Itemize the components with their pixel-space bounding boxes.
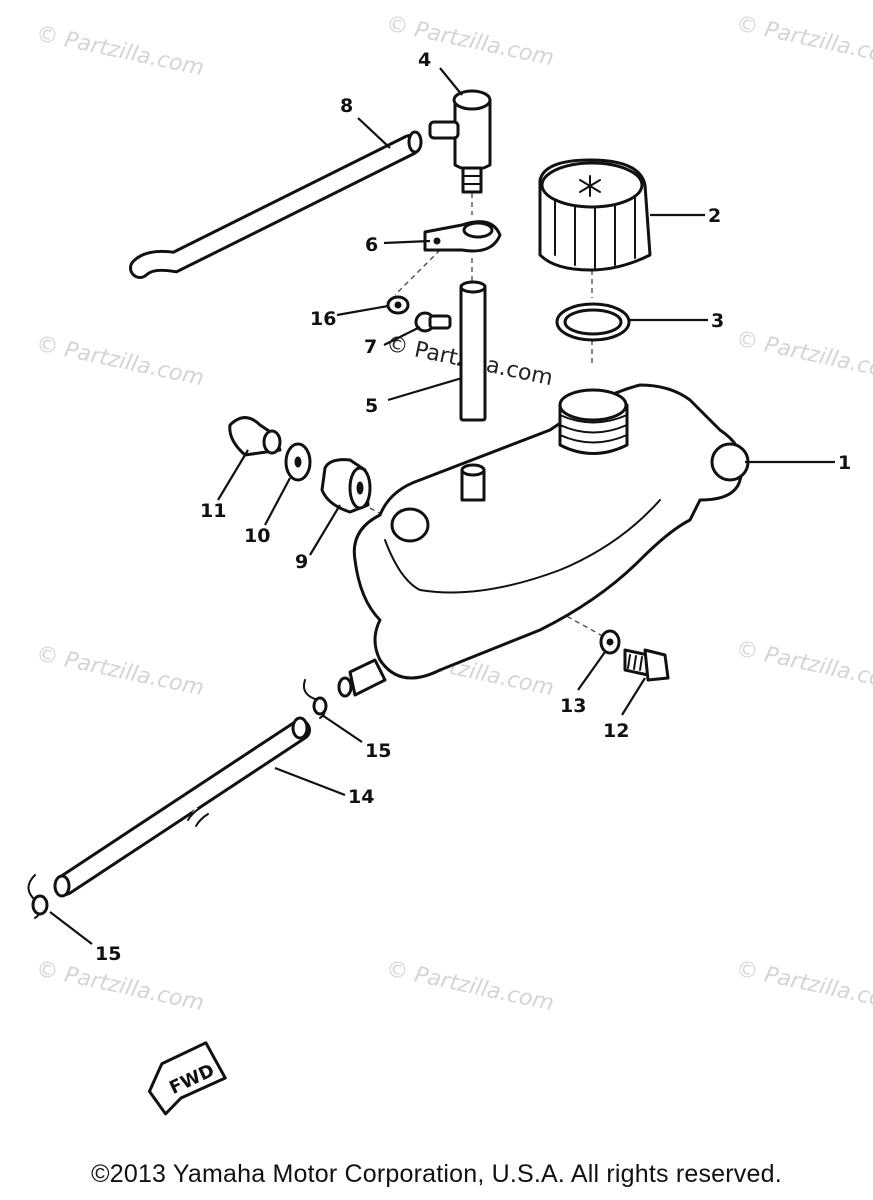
callout-11: 11 (200, 500, 226, 522)
callout-14: 14 (348, 786, 374, 808)
callout-9: 9 (295, 551, 308, 573)
hose-clamp (423, 220, 502, 253)
oil-tank (337, 383, 750, 698)
watermark: © Partzilla.com (734, 956, 873, 1016)
cap-gasket (555, 302, 631, 342)
oil-hose (53, 716, 311, 898)
screw-7 (414, 311, 452, 333)
leader-lines (49, 67, 835, 945)
washer-13 (599, 629, 621, 655)
fwd-arrow: FWD (147, 1041, 227, 1116)
watermark: © Partzilla.com (384, 956, 556, 1016)
callout-1: 1 (838, 452, 851, 474)
callout-4: 4 (418, 49, 431, 71)
breather-fitting (428, 89, 492, 194)
tank-cap (538, 158, 652, 272)
callout-7: 7 (364, 336, 377, 358)
bolt-12 (623, 648, 670, 682)
watermark: © Partzilla.com (34, 956, 206, 1016)
callout-13: 13 (560, 695, 586, 717)
washer-16 (386, 295, 410, 315)
washer-10 (284, 442, 312, 482)
callout-12: 12 (603, 720, 629, 742)
callout-15-upper: 15 (365, 740, 391, 762)
callout-3: 3 (711, 310, 724, 332)
callout-8: 8 (340, 95, 353, 117)
watermark: © Partzilla.com (34, 331, 206, 391)
watermark: © Partzilla.com (384, 11, 556, 71)
breather-pipe (459, 280, 487, 422)
callout-16: 16 (310, 308, 336, 330)
callout-5: 5 (365, 395, 378, 417)
callout-15-lower: 15 (95, 943, 121, 965)
collar-11 (228, 416, 282, 457)
watermark: © Partzilla.com (734, 636, 873, 696)
watermark: © Partzilla.com (34, 641, 206, 701)
copyright-notice: ©2013 Yamaha Motor Corporation, U.S.A. A… (91, 1160, 782, 1188)
watermark: © Partzilla.com (734, 326, 873, 386)
callout-labels: 1 2 3 4 5 6 7 8 9 10 11 12 13 14 15 15 1… (95, 49, 851, 965)
breather-hose (129, 130, 423, 279)
callout-10: 10 (244, 525, 270, 547)
grommet-9 (320, 458, 372, 514)
watermark: © Partzilla.com (734, 11, 873, 71)
callout-2: 2 (708, 205, 721, 227)
hose-clip-15-lower (27, 874, 49, 919)
watermark: © Partzilla.com (34, 21, 206, 81)
callout-6: 6 (365, 234, 378, 256)
hose-clip-15-upper (302, 679, 328, 719)
